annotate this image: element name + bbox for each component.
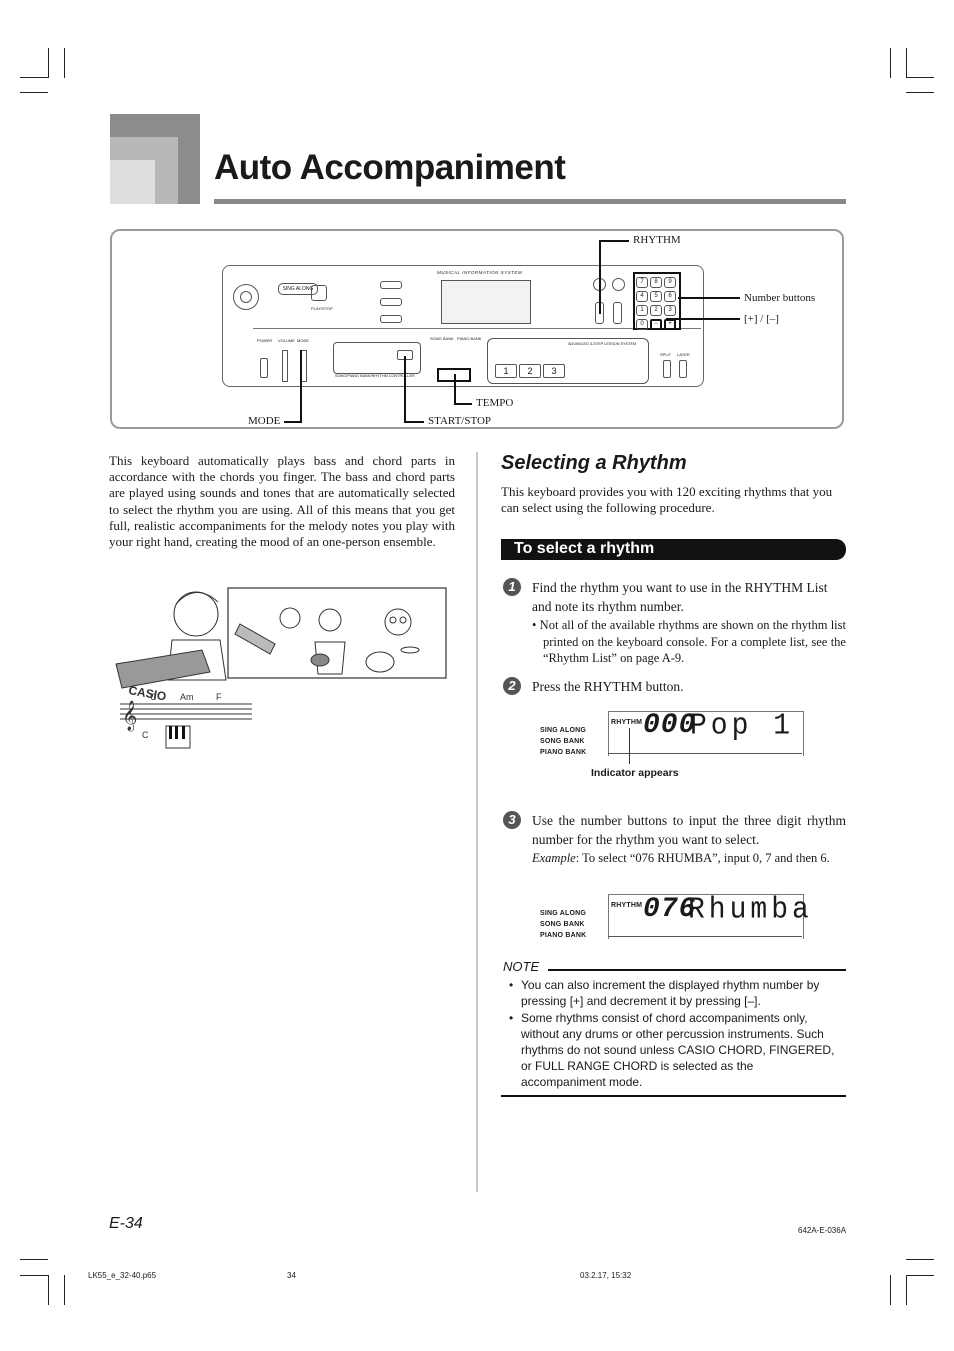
key-6: 6 (664, 291, 676, 302)
lcd1-number: 000 (643, 710, 697, 741)
note-bullet-2: • (509, 1011, 514, 1025)
callout-rhythm: RHYTHM (633, 234, 681, 246)
step-3-example-text: : To select “076 RHUMBA”, input 0, 7 and… (575, 851, 830, 865)
split-label: SPLIT (660, 352, 672, 357)
step-2-button: 2 (519, 364, 541, 378)
rhythm-controller-block (333, 342, 421, 374)
key-3: 3 (664, 305, 676, 316)
lcd2-sing-along: SING ALONG (540, 910, 587, 917)
volume-slider (282, 350, 288, 382)
note-bottom-rule (501, 1095, 846, 1097)
lcd1-sing-along: SING ALONG (540, 727, 587, 734)
chord-am-label: Am (180, 692, 194, 702)
doc-code: 642A-E-036A (798, 1226, 847, 1235)
callout-start-stop: START/STOP (428, 415, 492, 427)
lcd2-rhythm-label: RHYTHM (611, 902, 643, 909)
tone-button (612, 278, 625, 291)
section-intro: This keyboard provides you with 120 exci… (501, 484, 833, 516)
svg-text:𝄞: 𝄞 (122, 700, 137, 732)
key-0: 0 (636, 319, 648, 330)
key-8: 8 (650, 277, 662, 288)
power-label: POWER (257, 338, 273, 343)
page-number: E-34 (109, 1215, 143, 1232)
play-stop-label: PLAY/STOP (311, 306, 333, 311)
key-7: 7 (636, 277, 648, 288)
key-2: 2 (650, 305, 662, 316)
step-1-number: 1 (503, 578, 521, 596)
step-3-example-label: Example (532, 851, 576, 865)
callout-plus-minus: [+] / [–] (744, 313, 779, 325)
lcd-display-2: SING ALONG SONG BANK PIANO BANK RHYTHM 0… (540, 893, 809, 940)
chord-c-label: C (150, 692, 157, 702)
bass-c-label: C (142, 730, 149, 740)
key-plus: + (664, 319, 676, 330)
column-divider (476, 452, 478, 1192)
lcd1-song-bank: SONG BANK (540, 738, 585, 745)
step-3-number: 3 (503, 811, 521, 829)
indicator-caption: Indicator appears (591, 767, 679, 779)
step-1-button: 1 (495, 364, 517, 378)
key-4: 4 (636, 291, 648, 302)
song-bank-label: SONG BANK (430, 336, 454, 341)
lcd2-name: Rhumba (688, 893, 813, 928)
step-2-text: Press the RHYTHM button. (532, 679, 684, 694)
layer-label: LAYER (677, 352, 690, 357)
lcd2-number: 076 (643, 894, 697, 925)
layer-button (679, 360, 687, 378)
note-item-2: Some rhythms consist of chord accompanim… (521, 1011, 835, 1089)
section-heading: Selecting a Rhythm (501, 452, 687, 474)
volume-label: VOLUME (278, 338, 295, 343)
keyboard-console: SING ALONG PLAY/STOP MUSICAL INFORMATION… (222, 265, 704, 387)
controller-label: SONG/PIANO BANK/RHYTHM CONTROLLER (335, 374, 415, 378)
footer-page: 34 (287, 1271, 296, 1280)
power-switch (260, 358, 268, 378)
procedure-title: To select a rhythm (501, 539, 846, 560)
piano-bank-label: PIANO BANK (457, 336, 482, 341)
step-2-number: 2 (503, 677, 521, 695)
split-button (663, 360, 671, 378)
console-lcd (441, 280, 531, 324)
footer-date: 03.2.17, 15:32 (580, 1271, 632, 1280)
callout-tempo: TEMPO (476, 397, 514, 409)
title-rule (214, 199, 846, 204)
page-title: Auto Accompaniment (214, 148, 566, 187)
sing-along-button: SING ALONG (278, 283, 318, 295)
lcd1-piano-bank: PIANO BANK (540, 749, 587, 756)
note-top-rule (548, 969, 846, 971)
callout-mode: MODE (248, 415, 281, 427)
key-9: 9 (664, 277, 676, 288)
mode-label: MODE (297, 338, 309, 343)
key-1: 1 (636, 305, 648, 316)
footer-file: LK55_e_32-40.p65 (88, 1271, 157, 1280)
ensemble-illustration: CASIO 𝄞 C Am F C (110, 584, 456, 760)
lcd-display-1: SING ALONG SONG BANK PIANO BANK RHYTHM 0… (540, 709, 804, 757)
lesson-system-label: ADVANCED 3-STEP LESSON SYSTEM (568, 342, 637, 346)
lcd1-rhythm-label: RHYTHM (611, 719, 643, 726)
step-3-button: 3 (543, 364, 565, 378)
lcd1-name: Pop 1 (690, 709, 795, 744)
step-1-text: Find the rhythm you want to use in the R… (532, 580, 828, 614)
chord-f-label: F (216, 692, 222, 702)
volume-dial (233, 284, 259, 310)
lcd2-piano-bank: PIANO BANK (540, 932, 587, 939)
callout-number-buttons: Number buttons (744, 292, 816, 304)
step-1-bullet: • Not all of the available rhythms are s… (532, 618, 846, 665)
key-5: 5 (650, 291, 662, 302)
note-label: NOTE (503, 959, 540, 974)
note-item-1: You can also increment the displayed rhy… (521, 978, 820, 1008)
lesson-panel (487, 338, 649, 384)
intro-paragraph: This keyboard automatically plays bass a… (109, 453, 455, 550)
keyboard-panel-figure (110, 229, 844, 429)
info-system-label: MUSICAL INFORMATION SYSTEM (437, 270, 523, 275)
note-bullet-1: • (509, 978, 514, 992)
lcd2-song-bank: SONG BANK (540, 921, 585, 928)
indicator-pointer-line (629, 728, 630, 764)
key-minus: − (650, 319, 662, 330)
casio-brand-text: CASIO (127, 683, 167, 703)
step-3-text: Use the number buttons to input the thre… (532, 813, 846, 847)
